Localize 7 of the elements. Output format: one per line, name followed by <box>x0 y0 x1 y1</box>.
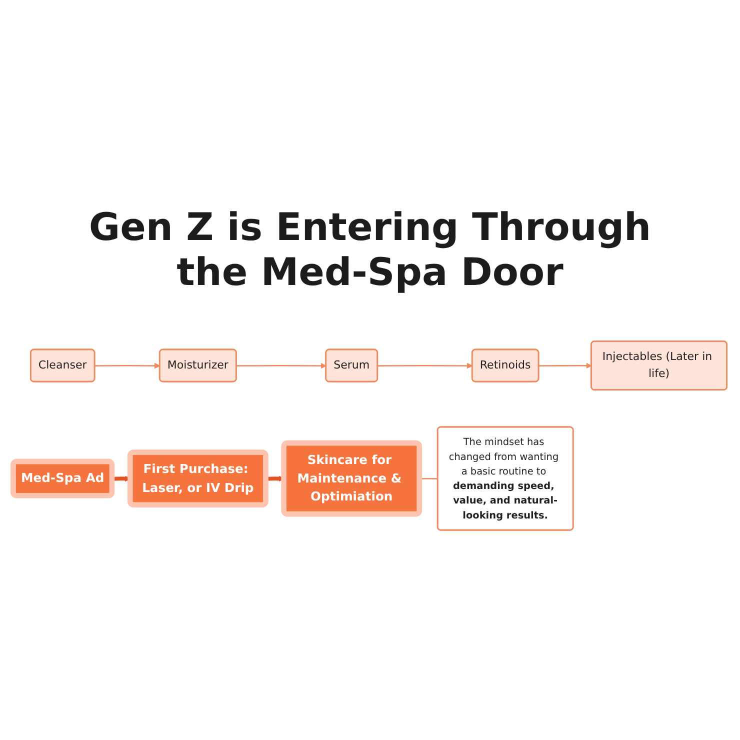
title: Gen Z is Entering Through the Med-Spa Door <box>88 204 652 296</box>
arrow <box>266 476 284 482</box>
connector <box>420 478 438 480</box>
arrow <box>538 362 592 368</box>
arrow <box>94 362 160 369</box>
arrow <box>378 362 473 369</box>
arrow <box>236 362 326 369</box>
